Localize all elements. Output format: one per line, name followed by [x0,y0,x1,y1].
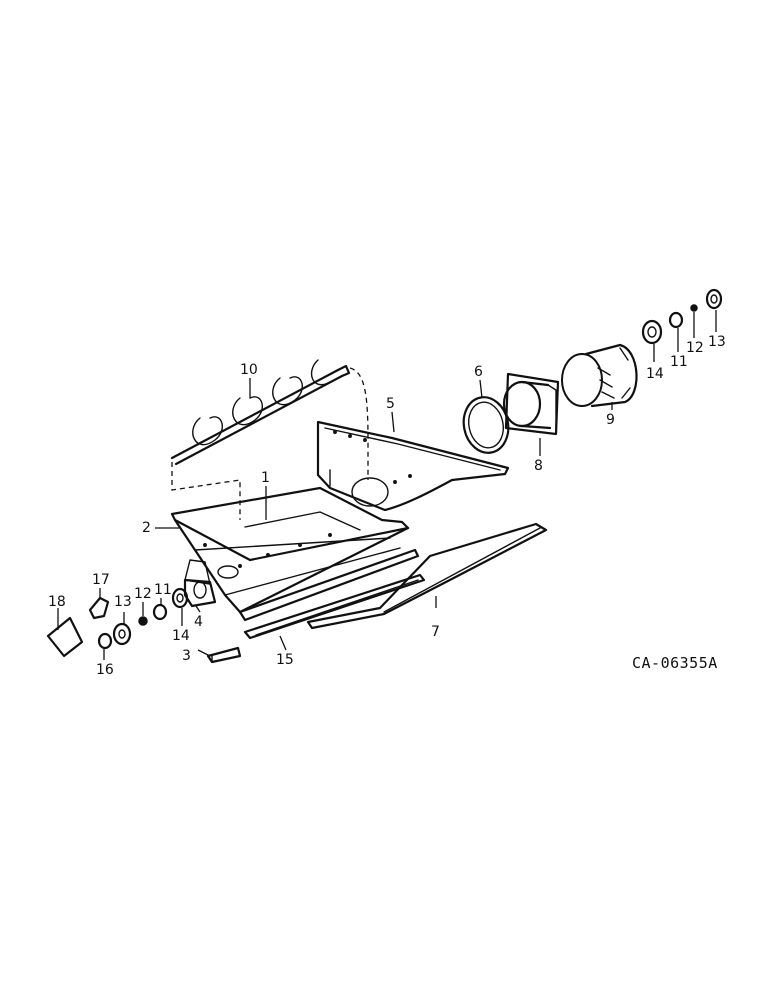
callout-17: 17 [92,572,110,588]
shield-plate-part [46,616,84,658]
drawing-code: CA-06355A [632,654,718,672]
callout-15: 15 [276,652,294,668]
callout-18: 18 [48,594,66,610]
callout-11-left: 11 [154,582,172,598]
cylinder-part [561,343,638,408]
bearing-housing-part [183,578,217,608]
callout-6: 6 [474,364,483,380]
callout-2: 2 [142,520,151,536]
callout-12-right: 12 [686,340,704,356]
callout-labels: 1 2 3 4 5 6 7 8 9 10 11 11 12 12 13 13 1… [48,334,726,678]
callout-14-left: 14 [172,628,190,644]
bracket-part [206,646,242,664]
upper-trough-part [316,420,510,512]
callout-14-right: 14 [646,366,664,382]
small-bracket-part [88,596,110,620]
callout-5: 5 [386,396,395,412]
callout-8: 8 [534,458,543,474]
callout-4: 4 [194,614,203,630]
gasket-part [462,396,510,454]
callout-3: 3 [182,648,191,664]
leader-lines [57,310,717,660]
callout-9: 9 [606,412,615,428]
right-bearing-stack [641,288,723,345]
callout-12-left: 12 [134,586,152,602]
hopper-body-part [170,486,420,622]
callout-10: 10 [240,362,258,378]
callout-13-left: 13 [114,594,132,610]
deflector-panel-part [306,522,548,630]
bottom-rail-part [243,573,426,640]
callout-7: 7 [431,624,440,640]
flange-adapter-part [502,372,560,436]
callout-1: 1 [261,470,270,486]
left-bearing-stack [97,587,189,650]
callout-11-right: 11 [670,354,688,370]
callout-16: 16 [96,662,114,678]
callout-13-right: 13 [708,334,726,350]
